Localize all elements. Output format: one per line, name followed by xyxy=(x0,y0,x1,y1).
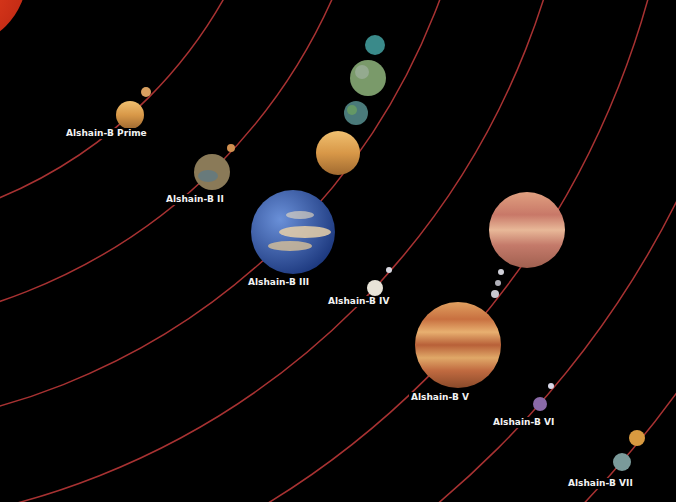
moon xyxy=(489,192,565,268)
planet xyxy=(116,101,144,129)
planet-name: Alshain-B VI xyxy=(491,417,556,428)
planet xyxy=(367,280,383,296)
planet-name: Alshain-B III xyxy=(246,277,311,288)
planet-name: Alshain-B V xyxy=(409,392,471,403)
sun xyxy=(0,0,27,47)
moon xyxy=(629,430,645,446)
planet-name: Alshain-B IV xyxy=(326,296,391,307)
moon xyxy=(495,280,501,286)
planet-name: Alshain-B Prime xyxy=(64,128,149,139)
moon xyxy=(350,60,386,96)
moon xyxy=(491,290,499,298)
moon xyxy=(386,267,392,273)
planet xyxy=(533,397,547,411)
planet xyxy=(613,453,631,471)
moon xyxy=(365,35,385,55)
moon xyxy=(141,87,151,97)
moon xyxy=(316,131,360,175)
moon xyxy=(498,269,504,275)
planet-name: Alshain-B II xyxy=(164,194,226,205)
moon xyxy=(344,101,368,125)
moon xyxy=(227,144,235,152)
planet xyxy=(251,190,335,274)
planet xyxy=(415,302,501,388)
moon xyxy=(548,383,554,389)
planet-name: Alshain-B VII xyxy=(566,478,635,489)
planet xyxy=(194,154,230,190)
